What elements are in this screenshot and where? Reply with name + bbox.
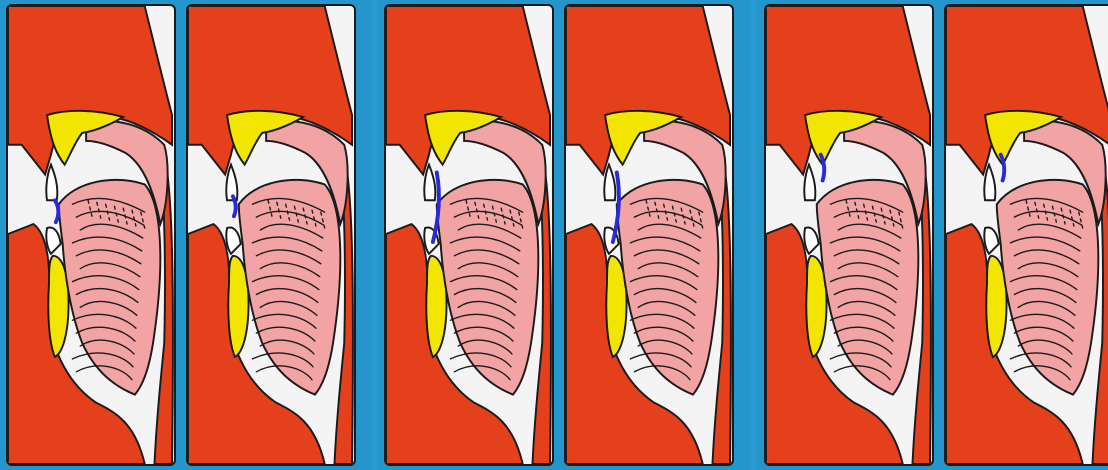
lower-teeth: [46, 228, 60, 254]
upper-teeth: [424, 165, 435, 201]
panel-5: [764, 4, 934, 466]
contact-mark: [233, 196, 236, 216]
panel-2: [186, 4, 356, 466]
lower-teeth: [226, 228, 240, 254]
panel-1: [6, 4, 176, 466]
upper-teeth: [46, 165, 57, 201]
contact-mark: [821, 155, 825, 181]
contact-mark: [55, 200, 58, 222]
lower-teeth: [984, 228, 998, 254]
upper-teeth: [804, 165, 815, 201]
contact-mark: [1001, 155, 1005, 181]
upper-teeth: [604, 165, 615, 201]
panel-6: [944, 4, 1108, 466]
panel-3: [384, 4, 554, 466]
upper-teeth: [984, 165, 995, 201]
panel-4: [564, 4, 734, 466]
lower-teeth: [804, 228, 818, 254]
